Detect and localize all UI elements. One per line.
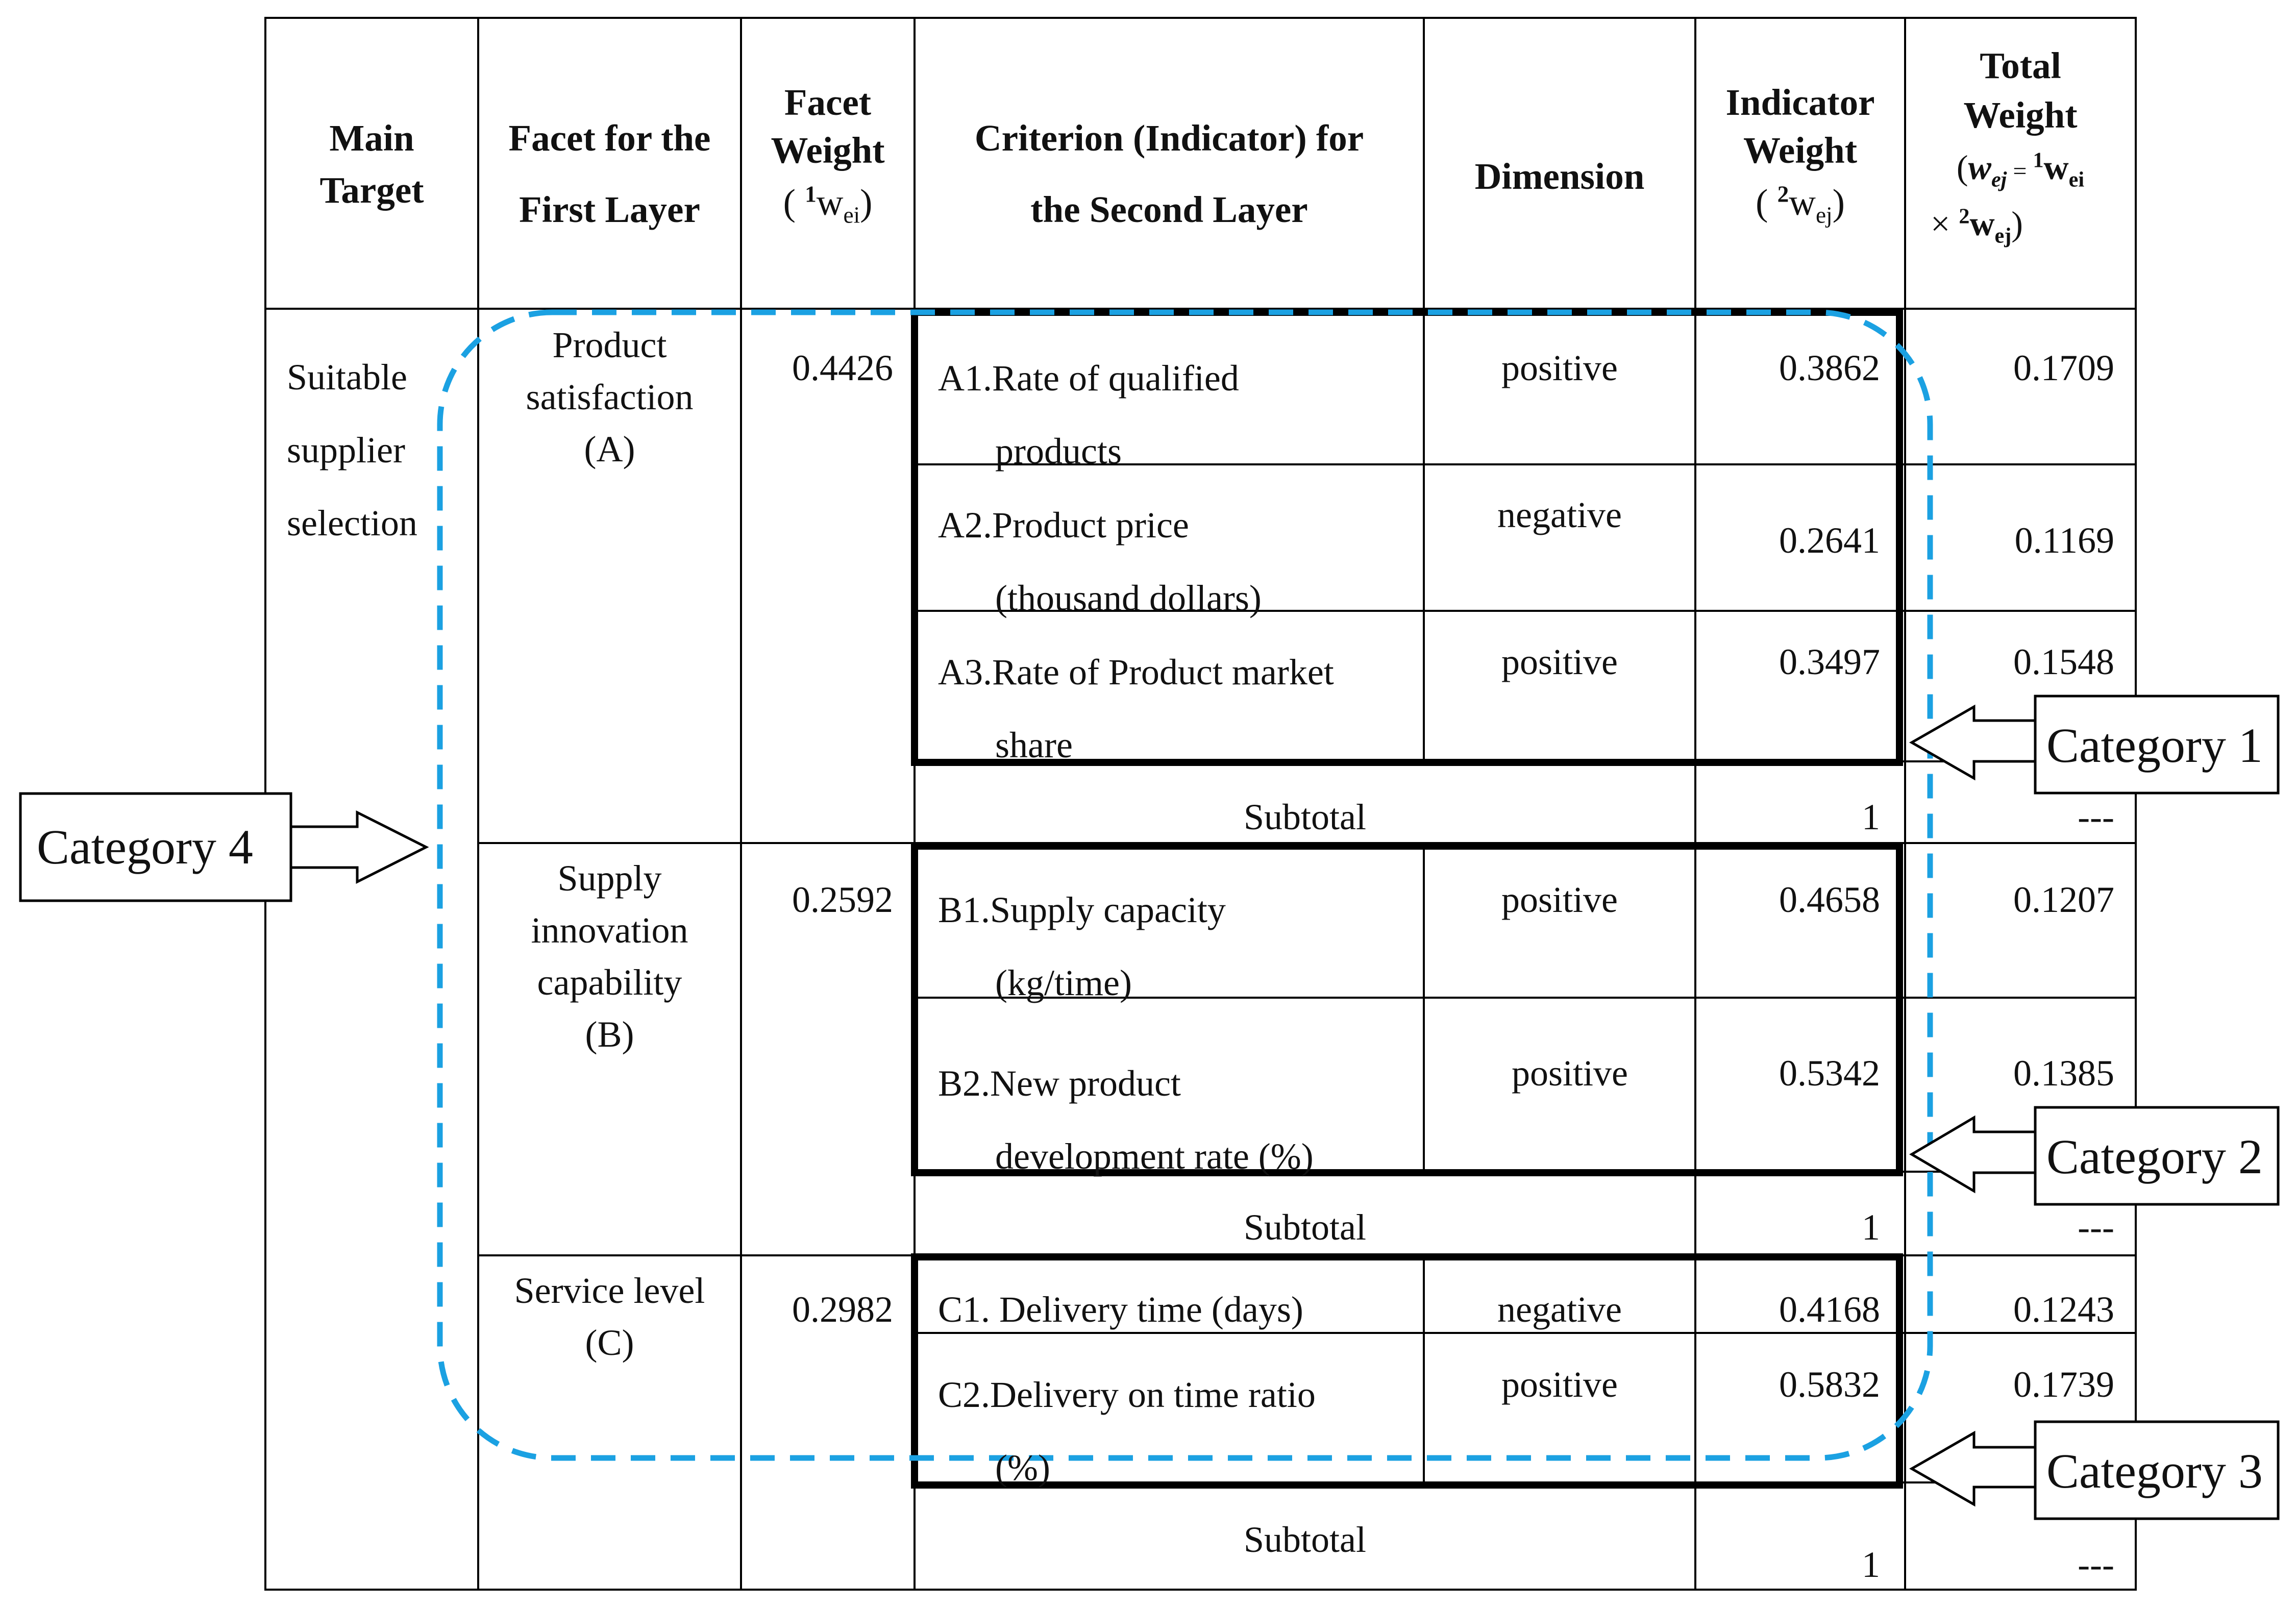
total-weight-a2: 0.1169 <box>2014 520 2114 561</box>
criterion-c2: C2.Delivery on time ratio(%) <box>938 1374 1316 1488</box>
dimension-c2: positive <box>1501 1364 1618 1405</box>
total-weight-b1: 0.1207 <box>2013 879 2114 920</box>
indicator-weight-a1: 0.3862 <box>1779 348 1880 388</box>
facet-a-weight: 0.4426 <box>792 348 893 388</box>
facet-c-name: Service level(C) <box>514 1270 705 1363</box>
category-2-arrow <box>1909 1115 2037 1194</box>
criterion-b1: B1.Supply capacity(kg/time) <box>938 889 1226 1003</box>
header-dimension: Dimension <box>1474 156 1645 197</box>
dimension-b1: positive <box>1501 879 1618 920</box>
category-3-arrow <box>1909 1430 2037 1507</box>
indicator-weight-b1: 0.4658 <box>1779 879 1880 920</box>
category-2-label: Category 2 <box>2046 1129 2263 1184</box>
category-4-dashed-outline <box>437 309 1933 1461</box>
category-3-callout-box <box>2034 1420 2280 1520</box>
category-4-label: Category 4 <box>37 820 253 874</box>
category-4-arrow <box>289 810 429 884</box>
total-weight-b2: 0.1385 <box>2013 1053 2114 1094</box>
category-3-box <box>911 1253 1903 1489</box>
category-2-callout-box <box>2034 1106 2280 1206</box>
dimension-b2: positive <box>1512 1053 1628 1094</box>
subtotal-a-label: Subtotal <box>1243 797 1366 837</box>
facet-c-weight: 0.2982 <box>792 1289 893 1330</box>
header-facet-weight: Facet Weight ( 1wei) <box>771 82 885 228</box>
dimension-c1: negative <box>1497 1289 1622 1330</box>
subtotal-c-label: Subtotal <box>1243 1519 1366 1560</box>
total-weight-c1: 0.1243 <box>2013 1289 2114 1330</box>
header-indicator-weight: Indicator Weight ( 2wej) <box>1725 82 1875 228</box>
total-weight-a3: 0.1548 <box>2013 641 2114 682</box>
category-4-callout-box <box>19 792 292 902</box>
indicator-weight-a3: 0.3497 <box>1779 641 1880 682</box>
indicator-weight-c1: 0.4168 <box>1779 1289 1880 1330</box>
category-3-label: Category 3 <box>2046 1444 2263 1498</box>
dimension-a2: negative <box>1497 494 1622 535</box>
category-1-arrow <box>1909 704 2037 781</box>
subtotal-b-total: --- <box>2078 1207 2114 1248</box>
category-1-callout-box <box>2034 695 2280 795</box>
subtotal-b-value: 1 <box>1862 1207 1880 1248</box>
header-total-weight: Total Weight (wej = 1wei × 2wej) <box>1931 45 2085 248</box>
subtotal-b-label: Subtotal <box>1243 1207 1366 1248</box>
dimension-a3: positive <box>1501 641 1618 682</box>
subtotal-a-total: --- <box>2078 797 2114 837</box>
subtotal-c-total: --- <box>2078 1544 2114 1585</box>
category-1-label: Category 1 <box>2046 718 2263 773</box>
total-weight-c2: 0.1739 <box>2013 1364 2114 1405</box>
total-weight-a1: 0.1709 <box>2013 348 2114 388</box>
criterion-c1: C1. Delivery time (days) <box>938 1289 1303 1330</box>
indicator-weight-b2: 0.5342 <box>1779 1053 1880 1094</box>
criterion-a2: A2.Product price(thousand dollars) <box>938 505 1262 619</box>
category-2-box <box>911 843 1903 1176</box>
indicator-weight-a2: 0.2641 <box>1779 520 1880 561</box>
dimension-a1: positive <box>1501 348 1618 388</box>
indicator-weight-c2: 0.5832 <box>1779 1364 1880 1405</box>
facet-b-weight: 0.2592 <box>792 879 893 920</box>
subtotal-c-value: 1 <box>1862 1544 1880 1585</box>
subtotal-a-value: 1 <box>1862 797 1880 837</box>
